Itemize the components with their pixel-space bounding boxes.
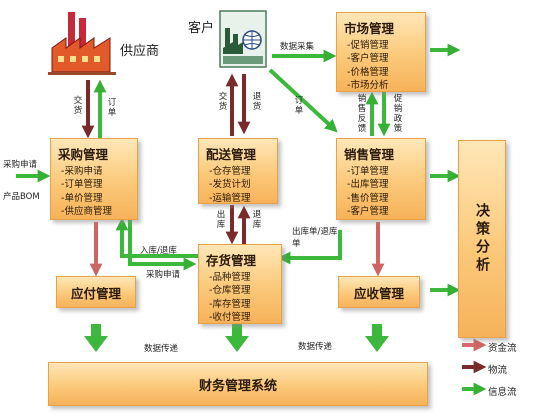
inventory-item: 库存管理 [209,298,281,311]
legend-info-flow: 信息流 [488,387,517,398]
purchase-item: 单价管理 [61,192,137,205]
label-deliver-goods: 交货 [73,96,83,116]
label-purchase-request: 采购申请 [146,270,181,280]
inventory-item: 品种管理 [209,271,281,284]
label-order-supplier: 订单 [107,98,117,118]
inventory-title: 存货管理 [206,253,257,268]
payable-title: 应付管理 [70,285,121,301]
delivery-item: 运输管理 [209,192,277,205]
label-in-return: 入库/退库 [140,246,177,256]
delivery-management-box: 配送管理 仓存管理 发货计划 运输管理 [198,138,278,204]
label-data-transfer-left: 数据传递 [144,344,179,354]
label-purchase-request-left: 采购申请 [3,160,38,170]
customer-picture-icon [219,10,269,70]
purchase-item: 采购申请 [61,165,137,178]
label-data-transfer-right: 数据传递 [298,342,333,352]
market-item: 客户管理 [347,52,425,65]
label-sales-feedback: 销售反馈 [357,94,367,134]
market-title: 市场管理 [344,21,395,36]
purchase-item: 订单管理 [61,178,137,191]
label-out-stock: 出库 [216,210,226,230]
sales-title: 销售管理 [344,147,395,162]
purchase-item: 供应商管理 [61,205,137,218]
label-deliver: 交货 [218,92,228,112]
arrow-receivable-finance [365,324,389,352]
arrow-purchase-request [128,216,197,271]
label-out-note: 出库单/退库单 [292,227,338,249]
legend-money-flow: 资金流 [488,343,517,354]
sales-item: 订单管理 [347,165,425,178]
supplier-factory-icon [48,10,118,76]
delivery-item: 发货计划 [209,178,277,191]
legend-logistics: 物流 [488,365,508,376]
finance-system-box: 财务管理系统 [48,362,428,406]
label-promo-policy: 促销政策 [393,94,403,134]
arrow-in-return [115,217,198,258]
inventory-management-box: 存货管理 品种管理 仓库管理 库存管理 收付管理 [198,244,282,324]
sales-item: 出库管理 [347,178,425,191]
purchase-title: 采购管理 [58,147,109,162]
label-data-collect: 数据采集 [280,42,315,52]
market-item: 促销管理 [347,39,425,52]
sales-item: 客户管理 [347,205,425,218]
label-order-customer: 订单 [294,96,304,116]
sales-management-box: 销售管理 订单管理 出库管理 售价管理 客户管理 [336,138,426,220]
label-return-goods: 退货 [252,92,262,112]
inventory-item: 收付管理 [209,311,281,324]
label-return-stock: 退库 [252,210,262,230]
market-management-box: 市场管理 促销管理 客户管理 价格管理 市场分析 [336,12,426,92]
receivable-title: 应收管理 [353,285,404,301]
label-product-bom: 产品BOM [3,192,40,202]
delivery-item: 仓存管理 [209,165,277,178]
purchase-management-box: 采购管理 采购申请 订单管理 单价管理 供应商管理 [50,138,138,220]
supplier-label: 供应商 [120,44,160,59]
finance-title: 财务管理系统 [198,378,277,394]
decision-analysis-box: 决策分析 [458,140,506,338]
market-item: 市场分析 [347,79,425,92]
decision-title: 决策分析 [474,203,490,275]
delivery-title: 配送管理 [206,147,257,162]
arrow-inventory-finance [225,324,249,352]
arrow-out-note [277,230,342,265]
receivable-management-box: 应收管理 [338,276,420,308]
sales-item: 售价管理 [347,192,425,205]
inventory-item: 仓库管理 [209,284,281,297]
arrow-order-to-sales [268,68,338,133]
market-item: 价格管理 [347,66,425,79]
arrow-payable-finance [84,324,108,352]
customer-label: 客户 [188,21,215,36]
payable-management-box: 应付管理 [56,276,136,308]
